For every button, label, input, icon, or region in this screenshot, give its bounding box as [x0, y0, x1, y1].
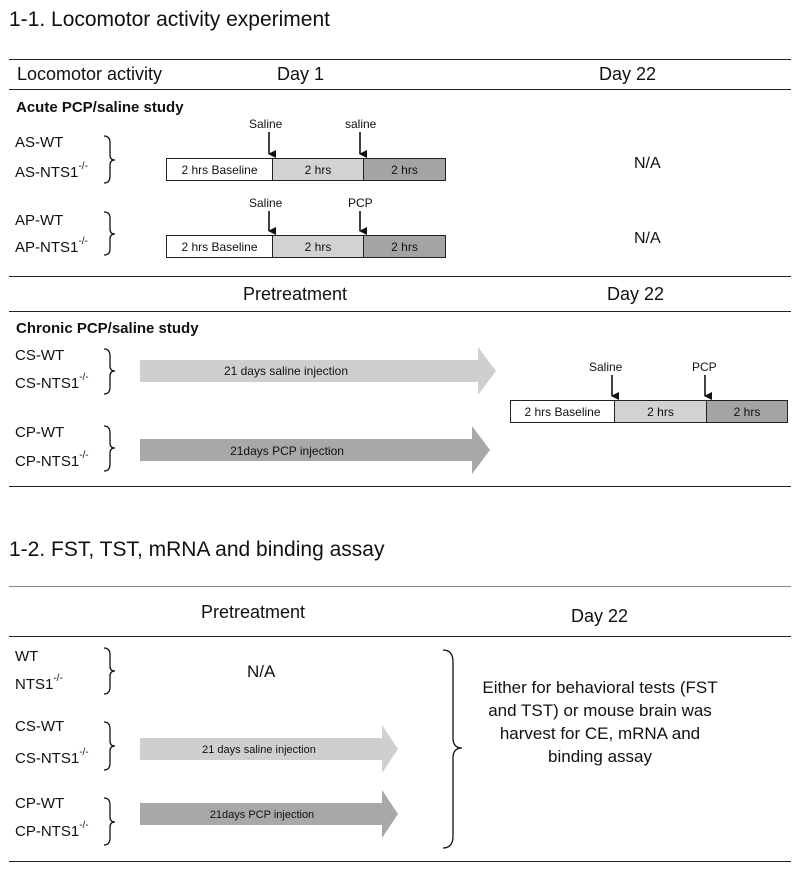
group-cp-wt-2: CP-WT: [15, 795, 65, 812]
chronic-header-rule: [9, 311, 791, 312]
group-cs-wt: CS-WT: [15, 347, 65, 364]
header-pretreatment: Pretreatment: [243, 284, 348, 304]
brace-chronic-cp: [103, 425, 116, 472]
section2-header-rule: [9, 636, 791, 637]
table-top-rule: [9, 59, 791, 60]
block-arrow-saline-1: [140, 347, 496, 395]
brace-acute1: [103, 135, 116, 184]
group-nts1-label: NTS1: [15, 676, 54, 693]
header-pretreatment-2: Pretreatment: [201, 602, 306, 622]
acute-study-label: Acute PCP/saline study: [16, 99, 184, 116]
block-arrow-saline-2: [140, 725, 398, 773]
acute1-timeline: 2 hrs Baseline 2 hrs 2 hrs: [166, 158, 446, 181]
group-cp-nts1: CP-NTS1-/-: [15, 450, 89, 470]
group-cs-nts1-sup: -/-: [79, 372, 89, 383]
group-ap-nts1-label: AP-NTS1: [15, 239, 79, 256]
block-arrow-pcp-2-text: 21days PCP injection: [210, 809, 314, 821]
header-locomotor-activity: Locomotor activity: [17, 64, 163, 84]
header-day22: Day 22: [599, 64, 657, 84]
header-day22-chronic: Day 22: [607, 284, 665, 304]
block-arrow-saline-2-text: 21 days saline injection: [202, 744, 316, 756]
group-cs-nts1: CS-NTS1-/-: [15, 372, 89, 392]
header-day1: Day 1: [277, 64, 325, 84]
day22-outcome-text: Either for behavioral tests (FST and TST…: [482, 678, 718, 766]
group-cp-nts1-2-sup: -/-: [79, 820, 89, 831]
timeline-seg2: 2 hrs: [614, 401, 706, 422]
timeline-baseline: 2 hrs Baseline: [167, 236, 272, 257]
section1-title: 1-1. Locomotor activity experiment: [9, 8, 330, 31]
pretreatment-na: N/A: [247, 662, 276, 681]
group-as-wt: AS-WT: [15, 134, 64, 151]
block-arrow-saline-1-text: 21 days saline injection: [224, 364, 348, 378]
brace-cs-2: [103, 721, 116, 771]
brace-chronic-cs: [103, 348, 116, 395]
group-cs-wt-2: CS-WT: [15, 718, 65, 735]
section2-bottom-rule: [9, 861, 791, 862]
large-brace: [442, 649, 463, 849]
timeline-seg3: 2 hrs: [706, 401, 787, 422]
acute1-arrow1-label: Saline: [249, 117, 283, 131]
brace-acute2: [103, 211, 116, 256]
group-ap-wt: AP-WT: [15, 212, 64, 229]
header-rule: [9, 89, 791, 90]
acute2-timeline: 2 hrs Baseline 2 hrs 2 hrs: [166, 235, 446, 258]
group-cs-nts1-label: CS-NTS1: [15, 375, 80, 392]
acute2-arrow1-label: Saline: [249, 196, 283, 210]
timeline-baseline: 2 hrs Baseline: [167, 159, 272, 180]
acute-bottom-rule: [9, 276, 791, 277]
group-nts1: NTS1-/-: [15, 673, 63, 693]
group-cp-nts1-sup: -/-: [79, 450, 89, 461]
chronic-day22-timeline: 2 hrs Baseline 2 hrs 2 hrs: [510, 400, 788, 423]
group-cs-nts1-2-label: CS-NTS1: [15, 750, 80, 767]
group-as-nts1-label: AS-NTS1: [15, 164, 79, 181]
group-as-nts1-sup: -/-: [78, 161, 88, 172]
timeline-baseline: 2 hrs Baseline: [511, 401, 614, 422]
chronic-study-label: Chronic PCP/saline study: [16, 320, 199, 337]
acute1-arrow2-label: saline: [345, 117, 377, 131]
timeline-seg2: 2 hrs: [272, 159, 363, 180]
group-as-nts1: AS-NTS1-/-: [15, 161, 88, 181]
group-nts1-sup: -/-: [53, 673, 63, 684]
block-arrow-pcp-1: [140, 426, 490, 474]
section2-top-rule: [9, 586, 791, 587]
block-arrow-pcp-2: [140, 790, 398, 838]
group-ap-nts1: AP-NTS1-/-: [15, 236, 88, 256]
brace-wt: [103, 647, 116, 695]
group-cp-nts1-2-label: CP-NTS1: [15, 823, 80, 840]
block-arrow-pcp-1-text: 21days PCP injection: [230, 444, 344, 458]
brace-cp-2: [103, 797, 116, 846]
group-wt: WT: [15, 648, 39, 665]
timeline-seg3: 2 hrs: [363, 236, 445, 257]
acute2-arrow2-label: PCP: [348, 196, 373, 210]
group-cp-nts1-2: CP-NTS1-/-: [15, 820, 89, 840]
group-cp-nts1-label: CP-NTS1: [15, 453, 80, 470]
group-cs-nts1-2-sup: -/-: [79, 747, 89, 758]
section2-title: 1-2. FST, TST, mRNA and binding assay: [9, 538, 385, 561]
acute1-day22-na: N/A: [634, 155, 661, 172]
section1-bottom-rule: [9, 486, 791, 487]
header-day22-2: Day 22: [571, 606, 629, 626]
group-ap-nts1-sup: -/-: [78, 236, 88, 247]
chronic-day22-arrow2-label: PCP: [692, 360, 717, 374]
timeline-seg3: 2 hrs: [363, 159, 445, 180]
timeline-seg2: 2 hrs: [272, 236, 363, 257]
group-cs-nts1-2: CS-NTS1-/-: [15, 747, 89, 767]
chronic-day22-arrow1-label: Saline: [589, 360, 623, 374]
group-cp-wt: CP-WT: [15, 424, 65, 441]
acute2-day22-na: N/A: [634, 230, 661, 247]
